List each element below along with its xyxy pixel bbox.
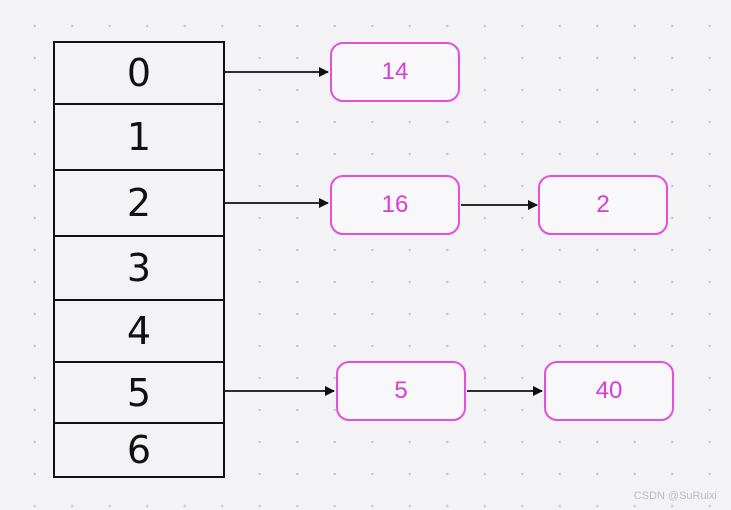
list-node-2: 2 (538, 175, 668, 235)
list-node-5: 5 (336, 361, 466, 421)
bucket-2: 2 (55, 171, 223, 237)
bucket-1: 1 (55, 105, 223, 171)
bucket-4: 4 (55, 301, 223, 363)
bucket-3: 3 (55, 237, 223, 301)
bucket-0: 0 (55, 43, 223, 105)
list-node-16: 16 (330, 175, 460, 235)
bucket-5: 5 (55, 363, 223, 424)
hash-table-array: 0 1 2 3 4 5 6 (53, 41, 225, 478)
list-node-14: 14 (330, 42, 460, 102)
list-node-40: 40 (544, 361, 674, 421)
watermark: CSDN @SuRuixi (633, 490, 717, 502)
bucket-6: 6 (126, 428, 152, 472)
